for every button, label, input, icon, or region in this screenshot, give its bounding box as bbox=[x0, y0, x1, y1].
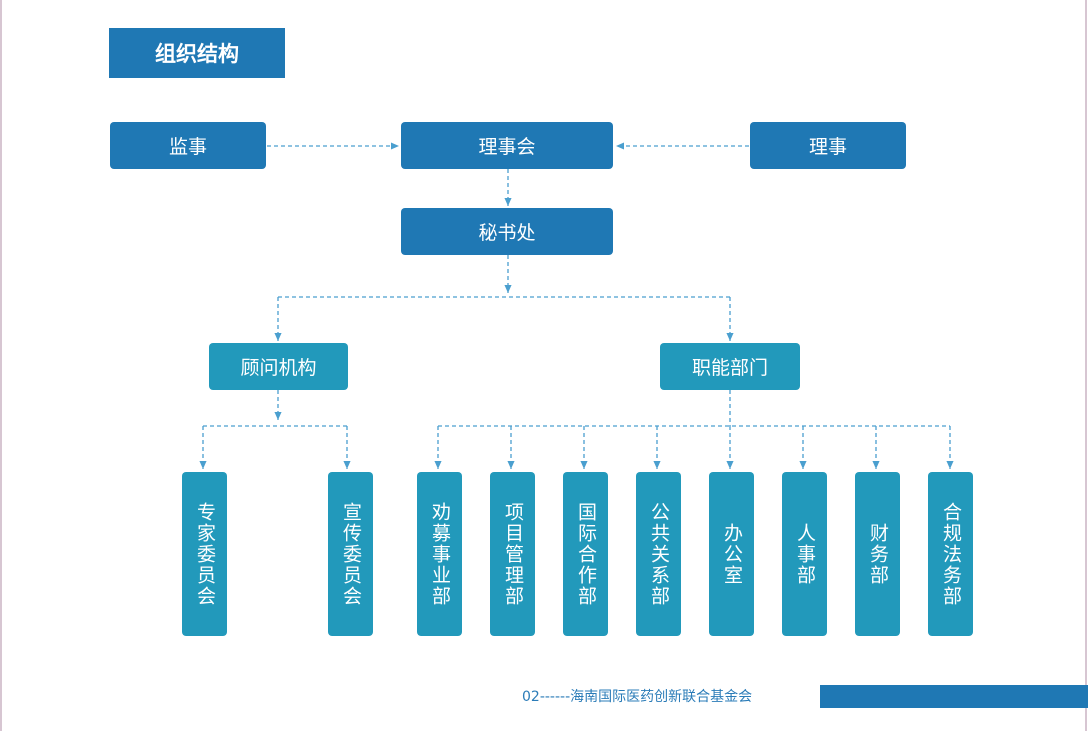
footer-bar bbox=[820, 685, 1088, 708]
node-supervisor-label: 监事 bbox=[168, 136, 207, 158]
node-advisory: 顾问机构 bbox=[209, 343, 348, 390]
node-publicity-committee: 宣传委员会 bbox=[328, 472, 373, 636]
node-project-mgmt: 项目管理部 bbox=[490, 472, 535, 636]
node-intl-coop: 国际合作部 bbox=[563, 472, 608, 636]
node-public-relations-label: 公共关系部 bbox=[648, 501, 670, 607]
node-intl-coop-label: 国际合作部 bbox=[575, 501, 597, 607]
node-office-label: 办公室 bbox=[721, 522, 743, 586]
node-fundraising-label: 劝募事业部 bbox=[429, 501, 451, 607]
node-advisory-label: 顾问机构 bbox=[240, 357, 317, 379]
node-office: 办公室 bbox=[709, 472, 754, 636]
node-compliance-label: 合规法务部 bbox=[940, 501, 962, 607]
node-supervisor: 监事 bbox=[110, 122, 266, 169]
node-secretariat: 秘书处 bbox=[401, 208, 613, 255]
node-finance: 财务部 bbox=[855, 472, 900, 636]
node-director-label: 理事 bbox=[808, 136, 847, 158]
right-frame-line bbox=[1085, 0, 1087, 731]
node-compliance: 合规法务部 bbox=[928, 472, 973, 636]
node-board-label: 理事会 bbox=[478, 136, 536, 158]
node-board: 理事会 bbox=[401, 122, 613, 169]
node-functional: 职能部门 bbox=[660, 343, 800, 390]
node-expert-committee-label: 专家委员会 bbox=[194, 501, 216, 607]
node-hr: 人事部 bbox=[782, 472, 827, 636]
node-expert-committee: 专家委员会 bbox=[182, 472, 227, 636]
node-director: 理事 bbox=[750, 122, 906, 169]
node-publicity-committee-label: 宣传委员会 bbox=[340, 501, 362, 607]
footer-text: 02------海南国际医药创新联合基金会 bbox=[522, 689, 753, 705]
page-title: 组织结构 bbox=[109, 28, 285, 78]
node-finance-label: 财务部 bbox=[867, 522, 889, 586]
node-fundraising: 劝募事业部 bbox=[417, 472, 462, 636]
node-public-relations: 公共关系部 bbox=[636, 472, 681, 636]
left-frame-line bbox=[0, 0, 2, 731]
node-functional-label: 职能部门 bbox=[691, 357, 768, 379]
node-secretariat-label: 秘书处 bbox=[478, 222, 536, 244]
node-project-mgmt-label: 项目管理部 bbox=[502, 501, 524, 607]
node-hr-label: 人事部 bbox=[794, 522, 816, 586]
